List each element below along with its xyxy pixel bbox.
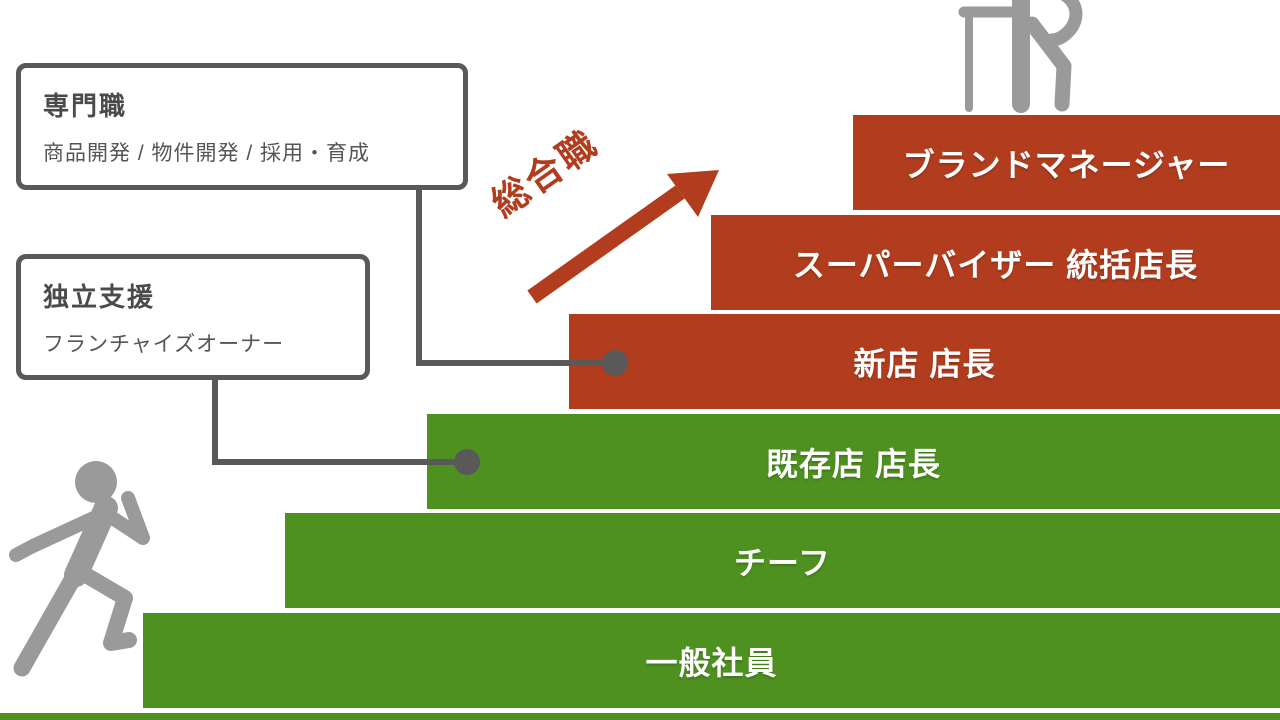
step-existing-store-manager: 既存店 店長 [427, 414, 1280, 509]
step-general-employee: 一般社員 [143, 613, 1280, 708]
career-up-arrow-icon [527, 170, 719, 304]
step-chief: チーフ [285, 513, 1280, 608]
hiker-with-stick-icon [958, 0, 1083, 113]
step-label: 既存店 店長 [766, 445, 941, 482]
step-supervisor-general-manager: スーパーバイザー 統括店長 [711, 215, 1280, 310]
callout-title: 専門職 [43, 91, 128, 121]
step-label: 新店 店長 [853, 345, 996, 382]
connector-independence-vertical [212, 378, 218, 465]
step-label: スーパーバイザー 統括店長 [792, 246, 1199, 283]
callout-independence-support: 独立支援 フランチャイズオーナー [16, 254, 370, 380]
connector-dot-new-store [602, 350, 628, 376]
callout-title: 独立支援 [43, 282, 156, 312]
step-label: 一般社員 [645, 644, 778, 681]
step-brand-manager: ブランドマネージャー [853, 115, 1280, 210]
step-label: チーフ [733, 544, 832, 581]
connector-dot-existing-store [454, 449, 480, 475]
connector-independence-horizontal [212, 459, 460, 465]
connector-specialist-horizontal [416, 360, 608, 366]
step-label: ブランドマネージャー [902, 146, 1231, 183]
base-bar [0, 713, 1280, 720]
callout-specialist-track: 専門職 商品開発 / 物件開発 / 採用・育成 [16, 63, 468, 190]
step-new-store-manager: 新店 店長 [569, 314, 1280, 409]
callout-subtitle: フランチャイズオーナー [43, 333, 285, 356]
connector-specialist-vertical [416, 188, 422, 366]
running-person-icon [9, 461, 150, 677]
callout-subtitle: 商品開発 / 物件開発 / 採用・育成 [43, 142, 371, 165]
